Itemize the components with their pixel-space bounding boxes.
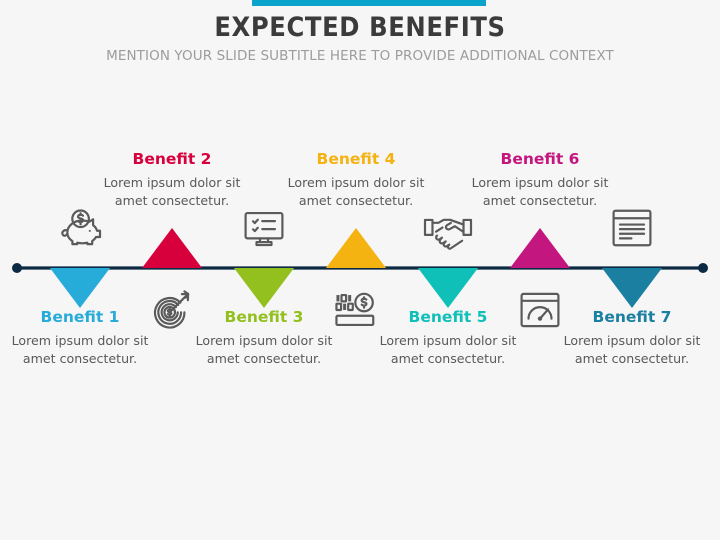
title-accent-bar	[252, 0, 486, 6]
piggy-bank-icon	[52, 205, 108, 251]
step-marker-triangle-2	[142, 228, 202, 268]
timeline-step-3[interactable]: Benefit 3 Lorem ipsum dolor sit amet cons…	[184, 0, 344, 540]
step-description-1: Lorem ipsum dolor sit amet consectetur.	[11, 333, 149, 366]
step-title-4: Benefit 4	[316, 150, 396, 168]
step-marker-triangle-6	[510, 228, 570, 268]
step-description-5: Lorem ipsum dolor sit amet consectetur.	[379, 333, 517, 366]
step-description-3: Lorem ipsum dolor sit amet consectetur.	[195, 333, 333, 366]
handshake-icon	[420, 205, 476, 251]
timeline-step-5[interactable]: Benefit 5 Lorem ipsum dolor sit amet cons…	[368, 0, 528, 540]
step-title-5: Benefit 5	[408, 308, 488, 326]
step-description-6: Lorem ipsum dolor sit amet consectetur.	[471, 175, 609, 208]
step-description-4: Lorem ipsum dolor sit amet consectetur.	[287, 175, 425, 208]
step-marker-triangle-4	[326, 228, 386, 268]
step-title-7: Benefit 7	[592, 308, 672, 326]
step-text-block-1: Benefit 1 Lorem ipsum dolor sit amet cons…	[2, 308, 158, 368]
step-marker-triangle-1	[50, 268, 110, 308]
step-text-block-3: Benefit 3 Lorem ipsum dolor sit amet cons…	[186, 308, 342, 368]
timeline-step-1[interactable]: Benefit 1 Lorem ipsum dolor sit amet cons…	[0, 0, 160, 540]
step-marker-triangle-3	[234, 268, 294, 308]
step-title-1: Benefit 1	[40, 308, 120, 326]
digital-money-icon	[328, 287, 384, 333]
timeline-step-2[interactable]: Benefit 2 Lorem ipsum dolor sit amet cons…	[92, 0, 252, 540]
timeline-step-4[interactable]: Benefit 4 Lorem ipsum dolor sit amet cons…	[276, 0, 436, 540]
page-subtitle: MENTION YOUR SLIDE SUBTITLE HERE TO PROV…	[106, 48, 614, 64]
step-text-block-6: Benefit 6 Lorem ipsum dolor sit amet cons…	[462, 150, 618, 210]
step-text-block-7: Benefit 7 Lorem ipsum dolor sit amet cons…	[554, 308, 710, 368]
monitor-checklist-icon	[236, 205, 292, 251]
step-marker-triangle-5	[418, 268, 478, 308]
page-title: EXPECTED BENEFITS	[214, 12, 506, 43]
timeline-step-6[interactable]: Benefit 6 Lorem ipsum dolor sit amet cons…	[460, 0, 620, 540]
step-text-block-5: Benefit 5 Lorem ipsum dolor sit amet cons…	[370, 308, 526, 368]
document-article-icon	[604, 205, 660, 251]
step-description-2: Lorem ipsum dolor sit amet consectetur.	[103, 175, 241, 208]
step-title-6: Benefit 6	[500, 150, 580, 168]
step-marker-triangle-7	[602, 268, 662, 308]
step-title-3: Benefit 3	[224, 308, 304, 326]
step-text-block-4: Benefit 4 Lorem ipsum dolor sit amet cons…	[278, 150, 434, 210]
step-text-block-2: Benefit 2 Lorem ipsum dolor sit amet cons…	[94, 150, 250, 210]
timeline-step-7[interactable]: Benefit 7 Lorem ipsum dolor sit amet cons…	[552, 0, 712, 540]
target-dollar-icon	[144, 287, 200, 333]
step-description-7: Lorem ipsum dolor sit amet consectetur.	[563, 333, 701, 366]
gauge-window-icon	[512, 287, 568, 333]
step-title-2: Benefit 2	[132, 150, 212, 168]
